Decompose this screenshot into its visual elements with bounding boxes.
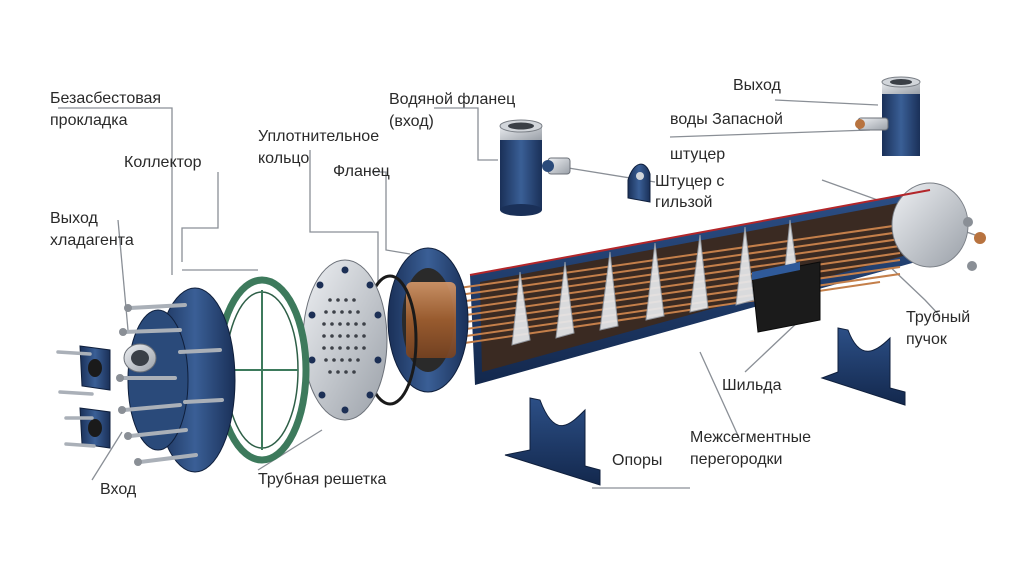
label-seal-ring-1: Уплотнительное — [258, 128, 379, 145]
sleeve-fitting — [627, 163, 651, 203]
refrigerant-port-flanges — [56, 345, 111, 449]
tube-sheet — [302, 259, 388, 421]
label-coolant-out-2: хладагента — [50, 232, 134, 249]
label-collector: Коллектор — [124, 154, 202, 171]
flange — [387, 247, 469, 393]
label-sleeve-fitting-2: гильзой — [655, 194, 712, 211]
label-group: Безасбестовая прокладка Коллектор Выход … — [50, 77, 970, 498]
support-right — [820, 327, 906, 406]
label-nameplate: Шильда — [722, 377, 782, 394]
label-gasket-1: Безасбестовая — [50, 90, 161, 107]
label-baffles-2: перегородки — [690, 451, 782, 468]
label-tube-sheet: Трубная решетка — [258, 471, 386, 488]
nameplate — [751, 261, 821, 333]
label-fitting: штуцер — [670, 146, 725, 163]
label-inlet: Вход — [100, 481, 137, 498]
label-sleeve-fitting-1: Штуцер с — [655, 173, 724, 190]
label-tube-bundle-2: пучок — [906, 331, 948, 348]
label-water-flange-1: Водяной фланец — [389, 91, 515, 108]
water-flange-inlet — [499, 119, 543, 216]
water-outlet — [855, 76, 921, 156]
support-left — [504, 397, 601, 486]
label-supports: Опоры — [612, 452, 662, 469]
label-gasket-2: прокладка — [50, 112, 128, 129]
collector — [116, 287, 236, 473]
small-fitting — [542, 157, 571, 175]
label-tube-bundle-1: Трубный — [906, 309, 970, 326]
label-coolant-out-1: Выход — [50, 210, 99, 227]
label-seal-ring-2: кольцо — [258, 150, 309, 167]
label-flange: Фланец — [333, 163, 390, 180]
label-baffles-1: Межсегментные — [690, 429, 811, 446]
label-water-spare: воды Запасной — [670, 111, 783, 128]
end-bolts — [963, 217, 986, 271]
leader-lines — [58, 99, 976, 489]
label-water-flange-2: (вход) — [389, 113, 434, 130]
shell — [409, 182, 969, 385]
label-water-out: Выход — [733, 77, 782, 94]
